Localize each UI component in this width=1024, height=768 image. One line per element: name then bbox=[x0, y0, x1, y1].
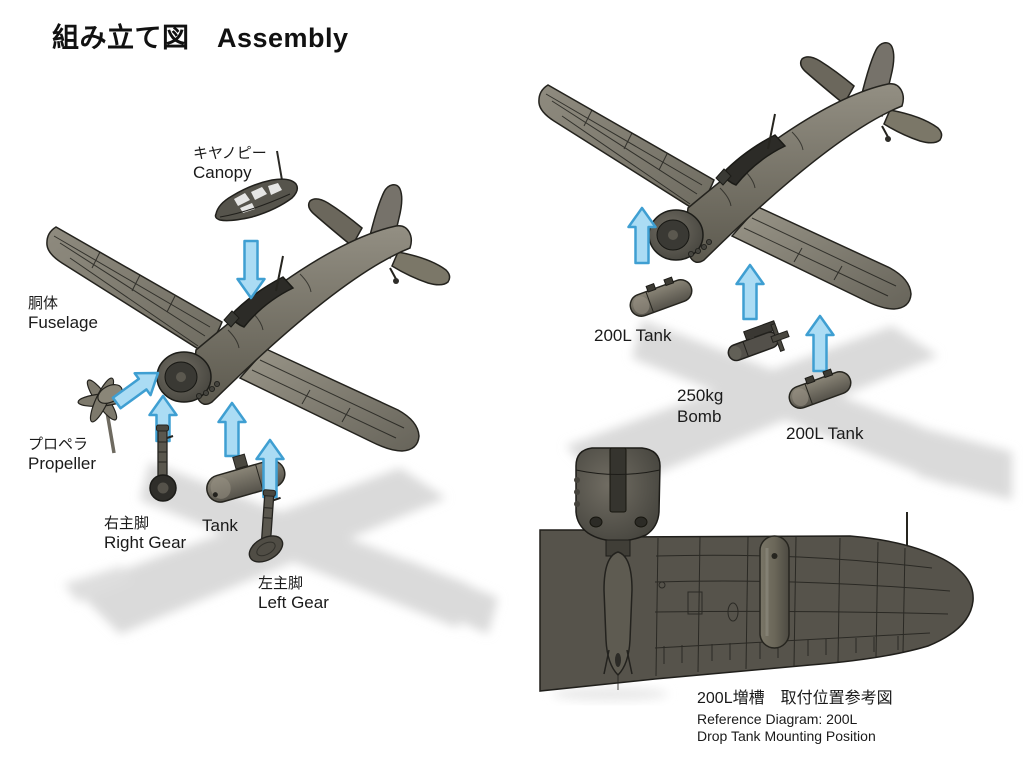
tank-left-label: 200L Tank bbox=[594, 326, 672, 345]
fuselage-label-en: Fuselage bbox=[28, 313, 98, 333]
fuselage-label-jp: 胴体 bbox=[28, 295, 59, 312]
engine-cowling-bottom bbox=[574, 447, 661, 542]
tank-left-assembly-arrow bbox=[627, 206, 657, 265]
left-gear-label-en: Left Gear bbox=[258, 593, 329, 613]
propeller-label: プロペラ Propeller bbox=[28, 436, 96, 475]
propeller-assembly-arrow bbox=[111, 371, 160, 410]
right-gear-part bbox=[149, 424, 177, 502]
tank-left-part bbox=[624, 271, 696, 321]
tank-right-assembly-arrow bbox=[805, 314, 835, 373]
left-gear-part bbox=[248, 489, 284, 563]
bomb-label-line1: 250kg bbox=[677, 386, 724, 405]
page-title: 組み立て図 Assembly bbox=[52, 23, 349, 53]
reference-caption-en2: Drop Tank Mounting Position bbox=[697, 728, 876, 745]
reference-caption-jp: 200L増槽 取付位置参考図 bbox=[697, 690, 893, 707]
tank-right-label: 200L Tank bbox=[786, 424, 864, 443]
canopy-part bbox=[214, 150, 299, 222]
wing-underside bbox=[539, 512, 974, 692]
bomb-assembly-arrow bbox=[735, 263, 765, 321]
propeller-label-en: Propeller bbox=[28, 454, 97, 474]
propeller-label-jp: プロペラ bbox=[28, 436, 89, 453]
right-assembly-diagram bbox=[537, 41, 1012, 500]
canopy-label-jp: キヤノピー bbox=[193, 145, 267, 162]
canopy-assembly-arrow bbox=[236, 239, 266, 300]
reference-diagram bbox=[539, 447, 974, 701]
reference-caption: 200L増槽 取付位置参考図 Reference Diagram: 200L D… bbox=[697, 689, 893, 746]
reference-caption-en1: Reference Diagram: 200L bbox=[697, 710, 858, 727]
left-assembly-diagram bbox=[45, 150, 498, 634]
right-gear-label-en: Right Gear bbox=[104, 533, 187, 553]
drop-tank-bottom bbox=[759, 535, 790, 649]
right-aircraft-shadow bbox=[566, 320, 1012, 500]
tank-assembly-arrow bbox=[217, 401, 247, 458]
left-gear-label: 左主脚 Left Gear bbox=[258, 575, 329, 614]
canopy-label-en: Canopy bbox=[193, 163, 252, 183]
bomb-label: 250kg Bomb bbox=[677, 386, 723, 427]
bomb-label-line2: Bomb bbox=[677, 406, 722, 426]
left-gear-assembly-arrow bbox=[255, 438, 285, 499]
fuselage-label: 胴体 Fuselage bbox=[28, 295, 98, 334]
right-gear-label-jp: 右主脚 bbox=[104, 515, 150, 532]
bomb-part bbox=[727, 320, 790, 362]
right-gear-label: 右主脚 Right Gear bbox=[104, 515, 186, 554]
right-aircraft-fuselage bbox=[537, 41, 943, 310]
left-aircraft-shadow bbox=[64, 462, 498, 634]
reference-shadow bbox=[552, 687, 668, 701]
tank-label: Tank bbox=[202, 516, 238, 535]
canopy-label: キヤノピー Canopy bbox=[193, 145, 267, 184]
centerline-bomb-bottom bbox=[603, 539, 633, 677]
left-gear-label-jp: 左主脚 bbox=[258, 575, 304, 592]
